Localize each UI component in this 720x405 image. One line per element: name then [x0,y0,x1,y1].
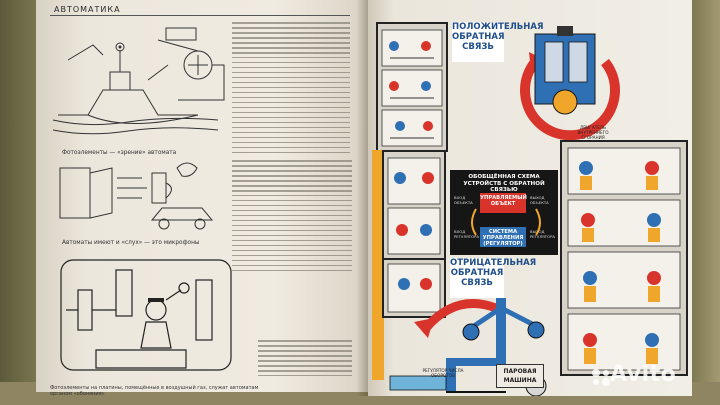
illustration-circuit [60,259,232,371]
left-page-text-bottom [258,340,352,380]
positive-feedback-label: ПОЛОЖИТЕЛЬНАЯ ОБРАТНАЯ СВЯЗЬ [452,22,544,62]
header-rule [50,15,350,16]
governor-diagram [389,298,547,396]
regulator-label: РЕГУЛЯТОР ЧИСЛА ОБОРОТОВ [422,368,464,378]
schema-arrows [471,208,541,236]
film-frames-bottom [387,263,441,313]
illustration-microphone [59,162,214,230]
schema-input-top: ВХОД ОБЪЕКТА [454,195,473,205]
negative-feedback-label: ОТРИЦАТЕЛЬНАЯ ОБРАТНАЯ СВЯЗЬ [450,258,536,298]
orange-strip [372,150,384,380]
avito-watermark: Avito [610,362,677,387]
caption-microphone: Автоматы имеют и «слух» — это микрофоны [62,240,200,246]
caption-photocell: Фотоэлементы — «зрение» автомата [62,150,177,156]
film-frames-top [381,29,443,147]
left-page-text-mid [232,160,352,275]
film-frames-middle [387,157,441,255]
illustration-photocell [52,27,225,135]
engine-label: ДВИГАТЕЛЬ ВНУТРЕННЕГО СГОРАНИЯ [577,125,609,140]
schema-output-top: ВЫХОД ОБЪЕКТА [530,195,549,205]
avito-logo-icon [592,369,610,386]
caption-smell: Фотоэлементы на платины, помещённые в во… [50,385,259,397]
schema-title: ОБОБЩЁННАЯ СХЕМА УСТРОЙСТВ С ОБРАТНОЙ СВ… [463,174,545,193]
page-header: АВТОМАТИКА [54,5,121,14]
steam-engine-label: ПАРОВАЯ МАШИНА [496,364,544,388]
film-frames-right [567,147,681,371]
left-page-text-top [232,22,350,157]
schema-system-box: СИСТЕМА УПРАВЛЕНИЯ (РЕГУЛЯТОР) [480,227,526,247]
schema-object-box: УПРАВЛЯЕМЫЙ ОБЪЕКТ [480,193,527,213]
book-cover-right [690,0,720,405]
engine-diagram [520,26,620,141]
schema-input-bottom: ВХОД РЕГУЛЯТОРА [454,229,480,239]
book-cover-left [0,0,38,405]
